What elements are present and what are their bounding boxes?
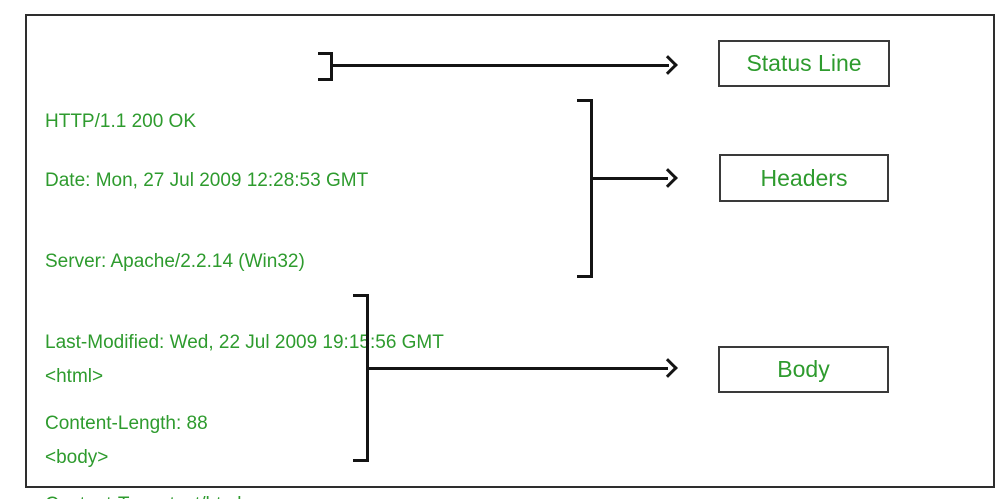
status-line-label: Status Line — [746, 50, 862, 76]
headers-label: Headers — [760, 164, 848, 191]
status-line-label-box: Status Line — [718, 40, 890, 87]
arrow-shaft — [590, 177, 668, 180]
body-text-block: <html> <body> <h1>Hello, World!</h1> </b… — [45, 309, 245, 499]
header-line: Server: Apache/2.2.14 (Win32) — [45, 251, 305, 272]
status-line-text: HTTP/1.1 200 OK — [45, 54, 196, 189]
headers-label-box: Headers — [719, 154, 889, 202]
arrow-shaft — [366, 367, 668, 370]
diagram-outer-frame — [25, 14, 995, 488]
header-line: Content-Type: text/html — [45, 491, 444, 499]
status-line-value: HTTP/1.1 200 OK — [45, 111, 197, 132]
header-line: Content-Length: 88 — [45, 413, 208, 434]
headers-bracket — [577, 99, 593, 278]
header-line: Date: Mon, 27 Jul 2009 12:28:53 GMT — [45, 170, 369, 191]
body-label: Body — [777, 356, 830, 382]
arrow-shaft — [331, 64, 669, 67]
body-line: <body> — [45, 447, 109, 468]
header-line: Last-Modified: Wed, 22 Jul 2009 19:15:56… — [45, 332, 444, 353]
body-line: <html> — [45, 366, 104, 387]
body-bracket — [353, 294, 369, 462]
body-label-box: Body — [718, 346, 889, 393]
headers-text-block: Date: Mon, 27 Jul 2009 12:28:53 GMT Serv… — [45, 113, 444, 499]
